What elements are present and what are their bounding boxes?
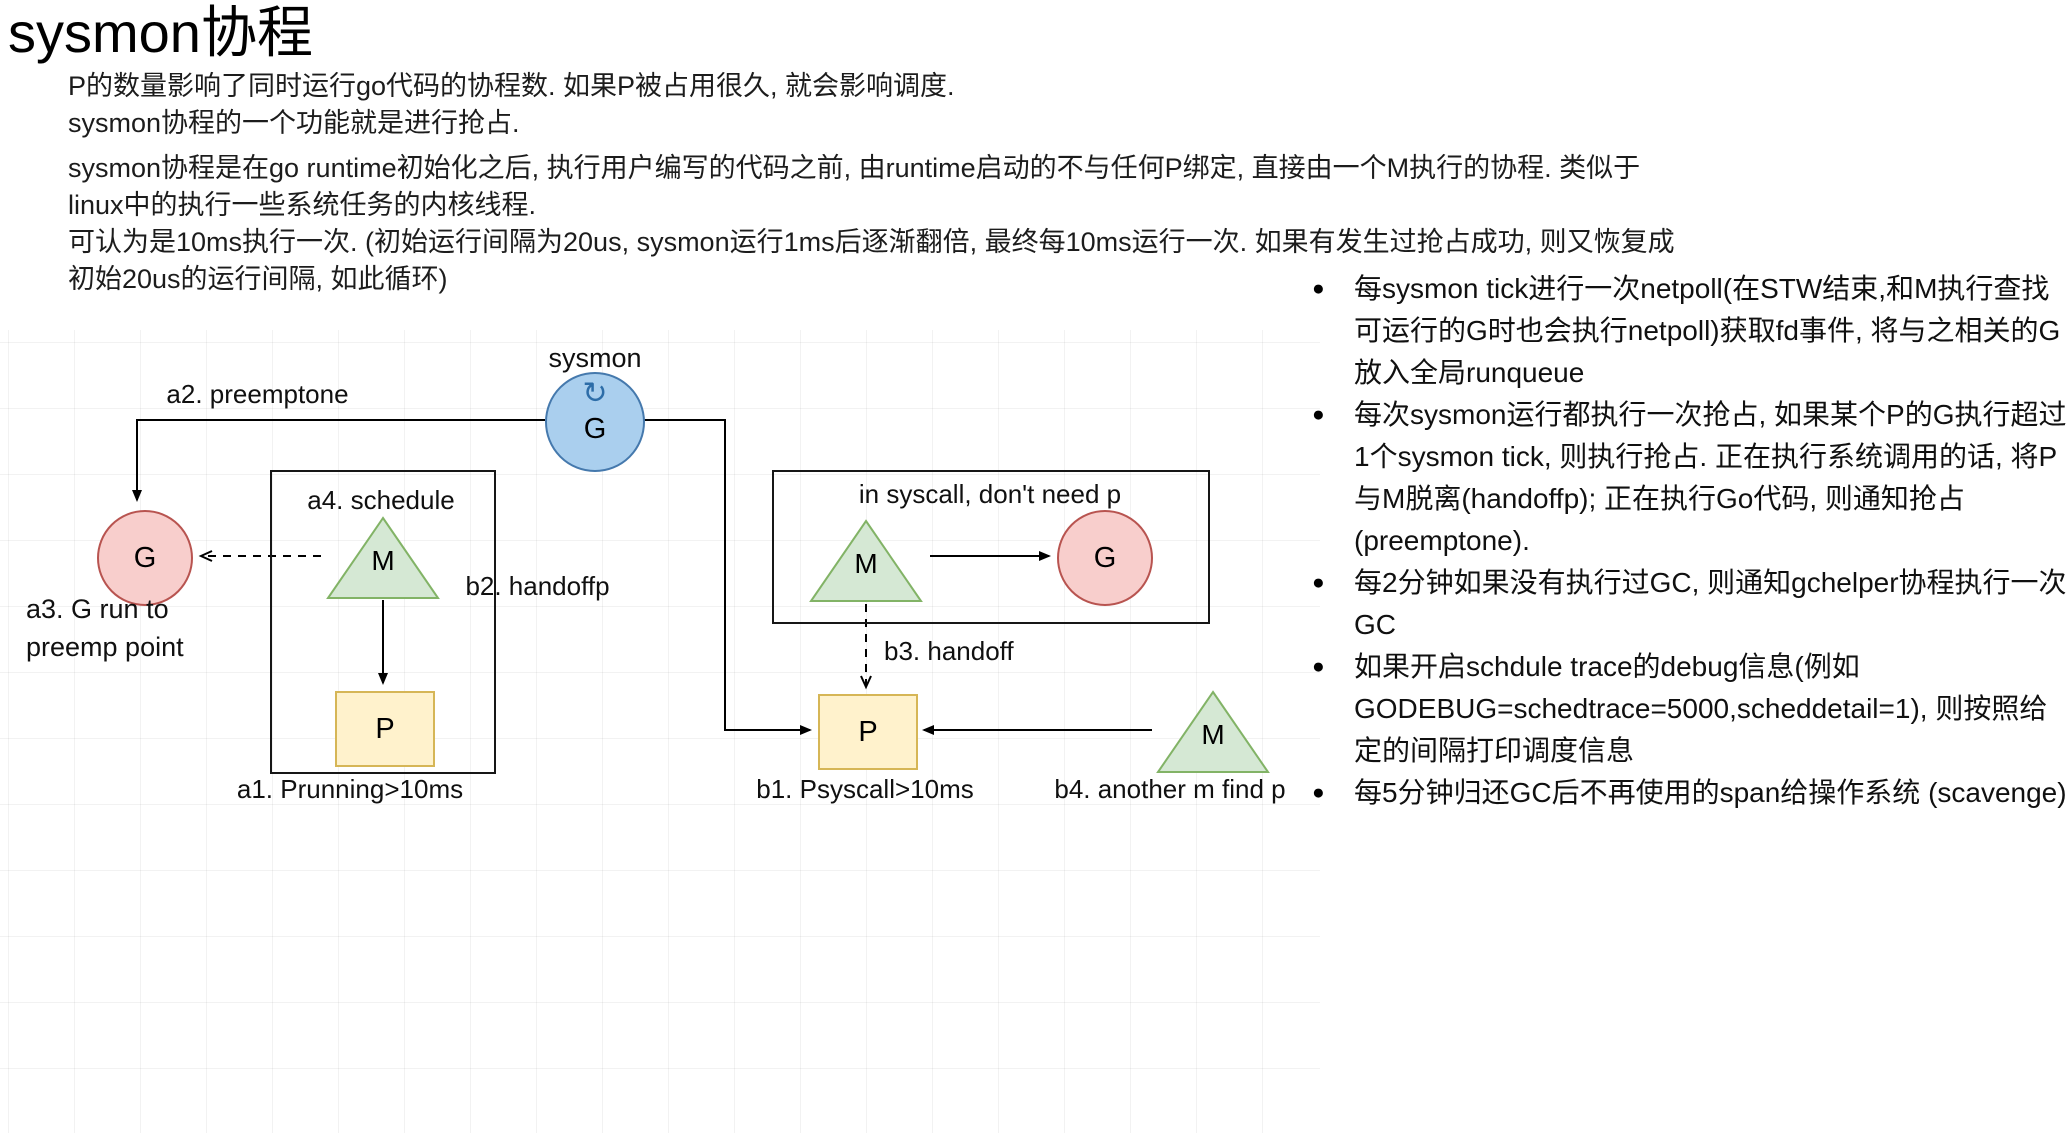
intro-paragraph-2: sysmon协程是在go runtime初始化之后, 执行用户编写的代码之前, … xyxy=(68,150,1928,298)
g-syscall-node: G xyxy=(1057,510,1153,606)
node-letter: G xyxy=(133,541,157,574)
triangle-shape xyxy=(809,519,923,602)
intro-paragraph-1: P的数量影响了同时运行go代码的协程数. 如果P被占用很久, 就会影响调度. s… xyxy=(68,68,1928,142)
list-item: ● 每sysmon tick进行一次netpoll(在STW结束,和M执行查找可… xyxy=(1312,268,2068,394)
intro-line: P的数量影响了同时运行go代码的协程数. 如果P被占用很久, 就会影响调度. xyxy=(68,71,955,101)
page-title: sysmon协程 xyxy=(8,1,313,64)
label-b3-handoff: b3. handoff xyxy=(884,636,1014,666)
list-item: ● 每2分钟如果没有执行过GC, 则通知gchelper协程执行一次GC xyxy=(1312,562,2068,646)
node-letter: P xyxy=(375,712,395,745)
label-a4-schedule: a4. schedule xyxy=(307,485,455,515)
m-syscall-node: M xyxy=(808,518,924,604)
intro-line: sysmon协程的一个功能就是进行抢占. xyxy=(68,108,520,138)
label-b2-handoffp: b2. handoffp xyxy=(465,571,610,601)
label-line: a3. G run to xyxy=(26,594,169,624)
bullet-icon: ● xyxy=(1312,571,1325,594)
arrow-a2-preemptone xyxy=(132,419,545,502)
notes-list: ● 每sysmon tick进行一次netpoll(在STW结束,和M执行查找可… xyxy=(1312,268,2068,814)
triangle-shape xyxy=(1156,690,1270,773)
bullet-icon: ● xyxy=(1312,403,1325,426)
label-a3-g-run-to-preemp-point: a3. G run to preemp point xyxy=(26,590,286,666)
intro-line: 初始20us的运行间隔, 如此循环) xyxy=(68,264,448,294)
node-letter: M xyxy=(1201,719,1225,750)
m-another-node: M xyxy=(1155,689,1271,775)
arrow-b2-handoffp xyxy=(641,419,812,735)
node-letter: M xyxy=(854,548,878,579)
triangle-shape xyxy=(326,516,440,599)
node-letter: G xyxy=(583,412,607,445)
list-item: ● 每5分钟归还GC后不再使用的span给操作系统 (scavenge) xyxy=(1312,772,2068,814)
g-preempt-node: G xyxy=(97,510,193,606)
label-b1-psyscall: b1. Psyscall>10ms xyxy=(756,774,974,804)
p-syscall-node: P xyxy=(818,694,918,770)
node-letter: G xyxy=(1093,541,1117,574)
diagram-connectors xyxy=(132,419,1152,735)
intro-text: P的数量影响了同时运行go代码的协程数. 如果P被占用很久, 就会影响调度. s… xyxy=(68,68,1928,298)
list-item: ● 每次sysmon运行都执行一次抢占, 如果某个P的G执行超过1个sysmon… xyxy=(1312,394,2068,562)
note-text: 每次sysmon运行都执行一次抢占, 如果某个P的G执行超过1个sysmon t… xyxy=(1354,399,2067,556)
sysmon-label: sysmon xyxy=(548,343,642,373)
node-letter: M xyxy=(371,545,395,576)
m-running-node: M xyxy=(325,515,441,601)
intro-line: sysmon协程是在go runtime初始化之后, 执行用户编写的代码之前, … xyxy=(68,153,1641,183)
p-running-node: P xyxy=(335,691,435,767)
label-in-syscall: in syscall, don't need p xyxy=(858,479,1122,509)
intro-line: linux中的执行一些系统任务的内核线程. xyxy=(68,190,537,220)
label-line: preemp point xyxy=(26,632,184,662)
running-group-box xyxy=(270,470,496,774)
loop-arrow-icon: ↻ xyxy=(582,377,608,410)
list-item: ● 如果开启schdule trace的debug信息(例如 GODEBUG=s… xyxy=(1312,646,2068,772)
note-text: 每2分钟如果没有执行过GC, 则通知gchelper协程执行一次GC xyxy=(1354,567,2067,640)
sysmon-goroutine-node: ↻ G xyxy=(545,372,645,472)
bullet-icon: ● xyxy=(1312,781,1325,804)
label-b4-another-m: b4. another m find p xyxy=(1054,774,1286,804)
note-text: 每5分钟归还GC后不再使用的span给操作系统 (scavenge) xyxy=(1354,777,2067,808)
note-text: 每sysmon tick进行一次netpoll(在STW结束,和M执行查找可运行… xyxy=(1354,273,2061,388)
node-letter: P xyxy=(858,715,878,748)
label-a2-preemptone: a2. preemptone xyxy=(166,379,349,409)
note-text: 如果开启schdule trace的debug信息(例如 GODEBUG=sch… xyxy=(1354,651,2048,766)
intro-line: 可认为是10ms执行一次. (初始运行间隔为20us, sysmon运行1ms后… xyxy=(68,227,1675,257)
bullet-icon: ● xyxy=(1312,277,1325,300)
label-a1-prunning: a1. Prunning>10ms xyxy=(236,774,464,804)
sysmon-diagram: ↻ G G G M M M P P sysmon a2. preemptone … xyxy=(0,330,1320,1133)
syscall-group-box xyxy=(772,470,1210,624)
bullet-icon: ● xyxy=(1312,655,1325,678)
